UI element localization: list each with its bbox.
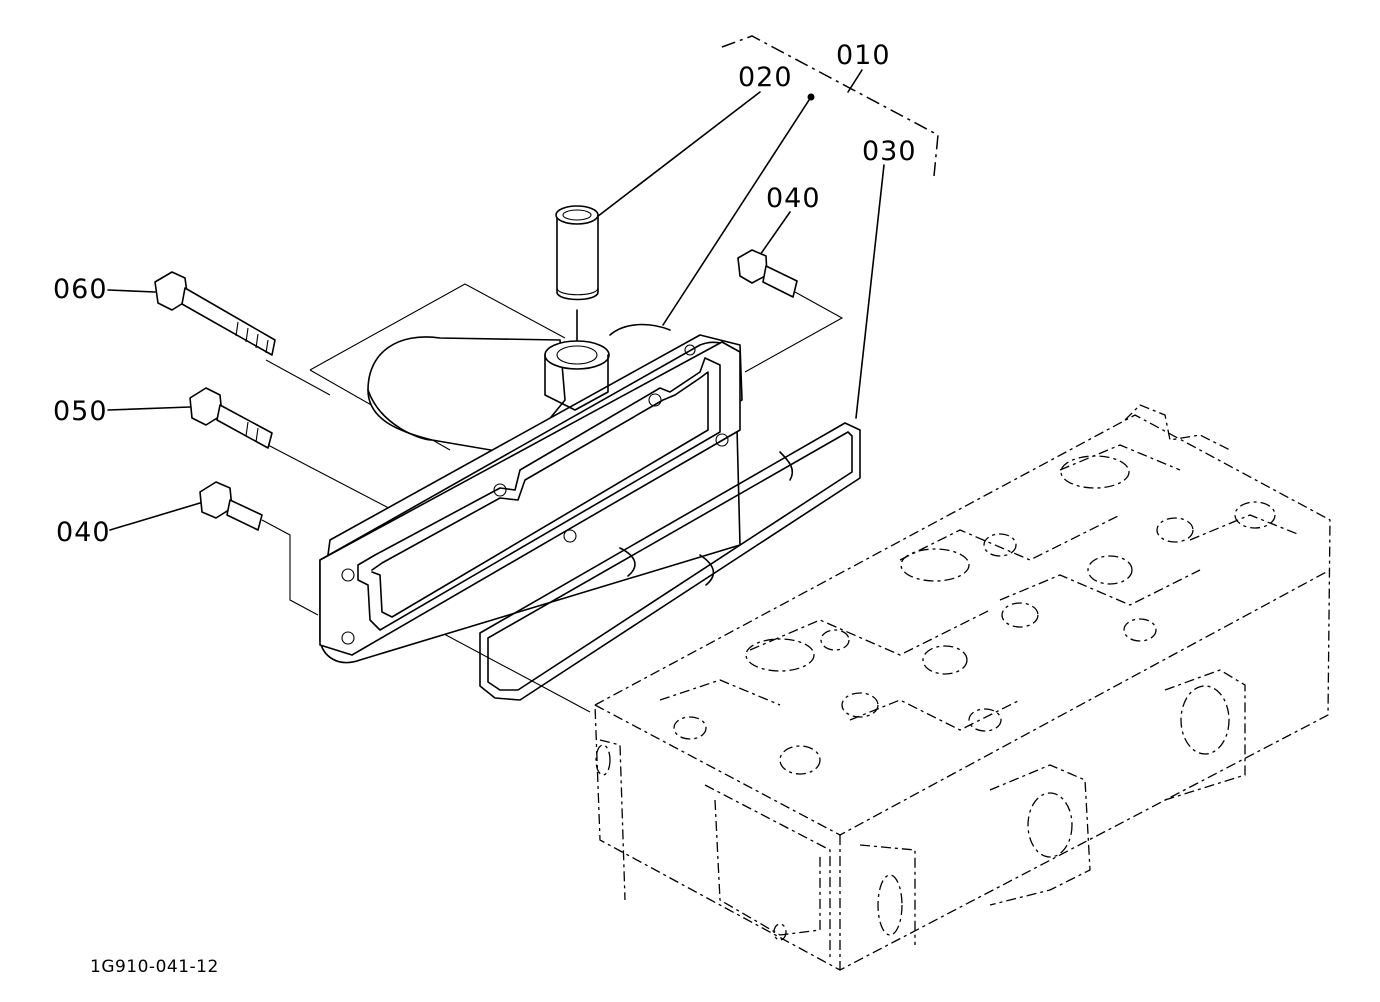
callout-040-bottom: 040 <box>56 517 111 548</box>
callout-020: 020 <box>738 62 793 93</box>
callout-060: 060 <box>53 274 108 305</box>
cylinder-head <box>594 404 1331 971</box>
callout-030: 030 <box>862 136 917 167</box>
callout-040-top: 040 <box>766 183 821 214</box>
callout-labels: 010 020 030 040 060 050 040 1G910-041-12 <box>53 40 917 977</box>
bolt-060 <box>154 271 276 356</box>
gasket-030 <box>479 422 861 701</box>
leader-lines <box>107 91 885 531</box>
callout-010: 010 <box>836 40 891 71</box>
figure-number: 1G910-041-12 <box>90 957 219 977</box>
thermostat-housing <box>319 323 743 664</box>
pipe-020 <box>555 205 599 301</box>
bolt-050 <box>189 387 273 449</box>
bolt-040-lower <box>199 481 263 531</box>
bolt-040-upper <box>737 249 798 298</box>
callout-050: 050 <box>53 396 108 427</box>
